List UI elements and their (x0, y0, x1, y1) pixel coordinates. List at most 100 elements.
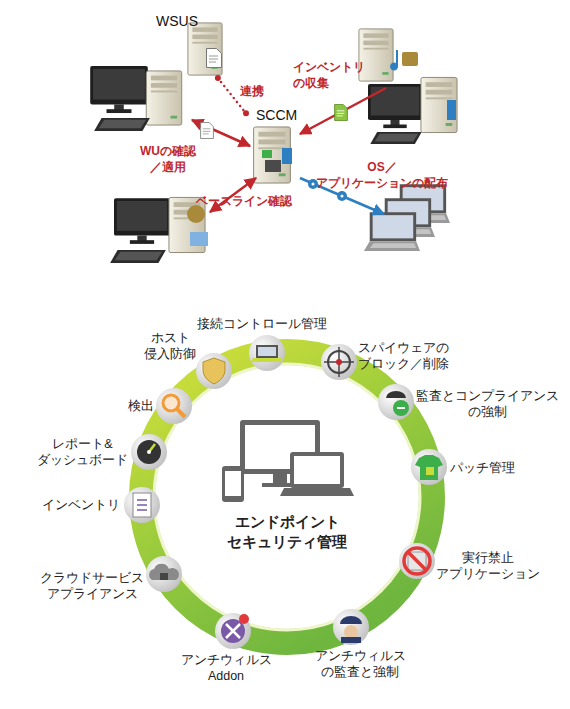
center-devices-part (225, 471, 241, 496)
flow-icons-part (337, 191, 347, 201)
sccm-server (254, 127, 292, 183)
arrows (192, 88, 386, 214)
client-pc-top-right-part (368, 84, 422, 128)
client-pc-top-left-part (146, 71, 181, 125)
wsus-server (188, 23, 222, 75)
inventory-icon-part (137, 500, 147, 510)
connection-control-icon-part (249, 335, 285, 371)
node-label: エンドポイント セキュリティ管理 (227, 512, 347, 551)
center-devices-part (294, 456, 340, 484)
server-node: WSUS (152, 8, 228, 78)
feature-label: 実行禁止 アプリケーション (436, 550, 540, 583)
arrows-part (192, 120, 250, 146)
client-pc-top-right-part (370, 132, 421, 144)
laptops (364, 184, 450, 251)
spyware-icon-part (321, 344, 357, 380)
connection-control-icon-part (256, 345, 278, 358)
cloud-appliance-icon-part (146, 556, 182, 592)
arrow-label: インベントリ の収集 (293, 60, 365, 91)
client-pc-top-left-part (90, 66, 148, 113)
audit-icon-part (386, 391, 406, 398)
center-devices-part (280, 488, 354, 496)
blocked-app-icon-part (408, 552, 426, 570)
client-pc-bottom-left-part (114, 198, 170, 244)
wsus-server-part (207, 49, 222, 68)
node-label: WSUS (156, 12, 198, 30)
audit-icon (378, 384, 414, 420)
arrow-label: OS／アプリケーションの配布 (316, 160, 448, 191)
patch-icon-part (426, 467, 434, 475)
client-pc-top-left (90, 66, 182, 131)
center-devices-part (222, 466, 244, 502)
wsus-server-part (188, 23, 222, 75)
antivirus-addon-icon-part (239, 614, 249, 624)
antivirus-audit-icon-part (333, 609, 369, 645)
sccm-server-part (262, 150, 272, 158)
client-pc-top-right-part (421, 77, 457, 132)
antivirus-audit-icon-part (340, 616, 362, 624)
patch-icon-part (415, 455, 443, 480)
report-dashboard-icon (131, 434, 167, 470)
flow-icons-part (312, 183, 315, 186)
detection-icon (156, 388, 192, 424)
feature-label: クラウドサービス アプライアンス (40, 570, 144, 603)
cloud-appliance-icon (146, 556, 182, 592)
audit-icon-part (378, 384, 414, 420)
link-end-dot (243, 110, 249, 116)
client-pc-top-right-part (402, 52, 418, 66)
client-pc-top-right (359, 29, 457, 144)
feature-label: アンチウィルス の監査と強制 (315, 648, 406, 681)
antivirus-addon-icon (215, 613, 251, 649)
center-devices (222, 420, 354, 502)
feature-label: インベントリ (42, 497, 120, 513)
flow-icons-part (341, 195, 344, 198)
link-end-dot (215, 75, 221, 81)
laptops-part (364, 212, 420, 251)
feature-label: ホスト 侵入防御 (144, 330, 196, 363)
host-intrusion-icon (196, 353, 232, 389)
feature-label: アンチウィルス Addon (181, 652, 272, 685)
edge-label: 連携 (240, 84, 264, 100)
client-pc-top-left-part (94, 118, 150, 131)
center-devices-part (290, 452, 344, 488)
ring-band (142, 352, 432, 642)
report-dashboard-icon-part (137, 440, 161, 464)
connection-control-icon-part (258, 347, 276, 356)
antivirus-audit-icon-part (344, 625, 358, 639)
host-intrusion-icon-part (196, 353, 232, 389)
spyware-icon-part (324, 347, 354, 377)
audit-icon-part (397, 407, 405, 409)
sccm-server-part (265, 160, 281, 172)
report-dashboard-icon-part (147, 450, 151, 454)
ring-outline (117, 327, 457, 667)
client-pc-bottom-left (110, 197, 208, 263)
antivirus-audit-icon (333, 609, 369, 645)
client-pc-top-right-part (447, 100, 456, 120)
connection-control-icon (249, 335, 285, 371)
arrow-label: WUの確認／適用 (140, 144, 196, 175)
flow-icons-part (335, 104, 348, 120)
flow-icons-part (201, 122, 214, 138)
inventory-icon-part (133, 493, 151, 517)
report-dashboard-icon-part (131, 434, 167, 470)
arrows-part (300, 88, 386, 134)
patch-icon (411, 449, 447, 485)
spyware-icon-part (336, 359, 342, 365)
spyware-icon (321, 344, 357, 380)
antivirus-addon-icon-part (226, 624, 240, 638)
detection-icon-part (156, 388, 192, 424)
server-node: SCCM (246, 104, 298, 188)
feature-label: パッチ管理 (450, 460, 515, 476)
client-pc-bottom-left-part (190, 232, 208, 246)
connection-control-icon-part (251, 358, 283, 362)
inventory-icon (124, 487, 160, 523)
blocked-app-icon (399, 543, 435, 579)
arrow-label: ベースライン確認 (196, 194, 292, 210)
ring-band (154, 364, 420, 630)
audit-icon-part (393, 400, 409, 416)
inventory-icon-part (124, 487, 160, 523)
cloud-appliance-icon-part (149, 564, 179, 580)
feature-label: 監査とコンプライアンス の強制 (416, 388, 559, 421)
